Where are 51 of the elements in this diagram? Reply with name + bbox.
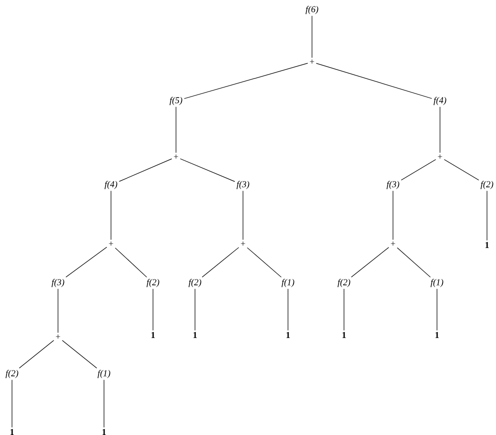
call-label: f(4) xyxy=(104,180,118,190)
plus-sign: + xyxy=(56,334,60,339)
tree-edge xyxy=(66,246,108,278)
tree-edge xyxy=(110,190,112,240)
tree-edge xyxy=(400,159,436,180)
tree-edge xyxy=(114,248,148,278)
tree-edge xyxy=(396,247,431,278)
plus-sign: + xyxy=(438,154,442,159)
call-label: f(3) xyxy=(386,180,400,190)
call-label: f(3) xyxy=(236,180,250,190)
tree-edge xyxy=(351,247,390,278)
call-label: f(3) xyxy=(52,278,64,288)
tree-edge xyxy=(486,190,488,241)
plus-sign: + xyxy=(174,154,178,159)
tree-edge xyxy=(246,247,282,278)
leaf-value: 1 xyxy=(435,332,439,338)
call-label: f(2) xyxy=(6,370,18,378)
tree-edge xyxy=(202,247,240,278)
call-label: f(2) xyxy=(480,180,494,190)
tree-edge xyxy=(444,159,480,180)
plus-sign: + xyxy=(108,241,114,246)
call-label: f(4) xyxy=(434,96,446,106)
tree-edge xyxy=(184,62,308,99)
tree-edge xyxy=(118,158,172,182)
tree-edge xyxy=(194,288,196,331)
leaf-value: 1 xyxy=(10,429,14,435)
leaf-value: 1 xyxy=(286,332,290,338)
call-label: f(1) xyxy=(98,370,110,378)
plus-sign: + xyxy=(240,241,246,246)
tree-edge xyxy=(316,62,432,99)
call-label: f(1) xyxy=(282,278,294,288)
tree-edge xyxy=(436,288,438,331)
tree-edge xyxy=(392,190,394,240)
leaf-value: 1 xyxy=(193,332,197,338)
call-label: f(1) xyxy=(430,278,444,288)
leaf-value: 1 xyxy=(102,429,106,435)
tree-edge xyxy=(152,288,154,331)
tree-edge xyxy=(62,340,98,368)
leaf-value: 1 xyxy=(485,242,489,248)
call-label: f(2) xyxy=(146,278,160,288)
plus-sign: + xyxy=(390,241,396,246)
tree-edge xyxy=(180,158,236,182)
plus-sign: + xyxy=(310,59,314,64)
call-label: f(5) xyxy=(170,96,182,106)
tree-edge xyxy=(242,190,244,240)
call-label: f(2) xyxy=(338,278,350,288)
call-label: f(2) xyxy=(188,278,202,288)
tree-edge xyxy=(18,340,54,368)
leaf-value: 1 xyxy=(342,332,346,338)
call-label: f(6) xyxy=(306,6,318,14)
leaf-value: 1 xyxy=(151,332,155,338)
